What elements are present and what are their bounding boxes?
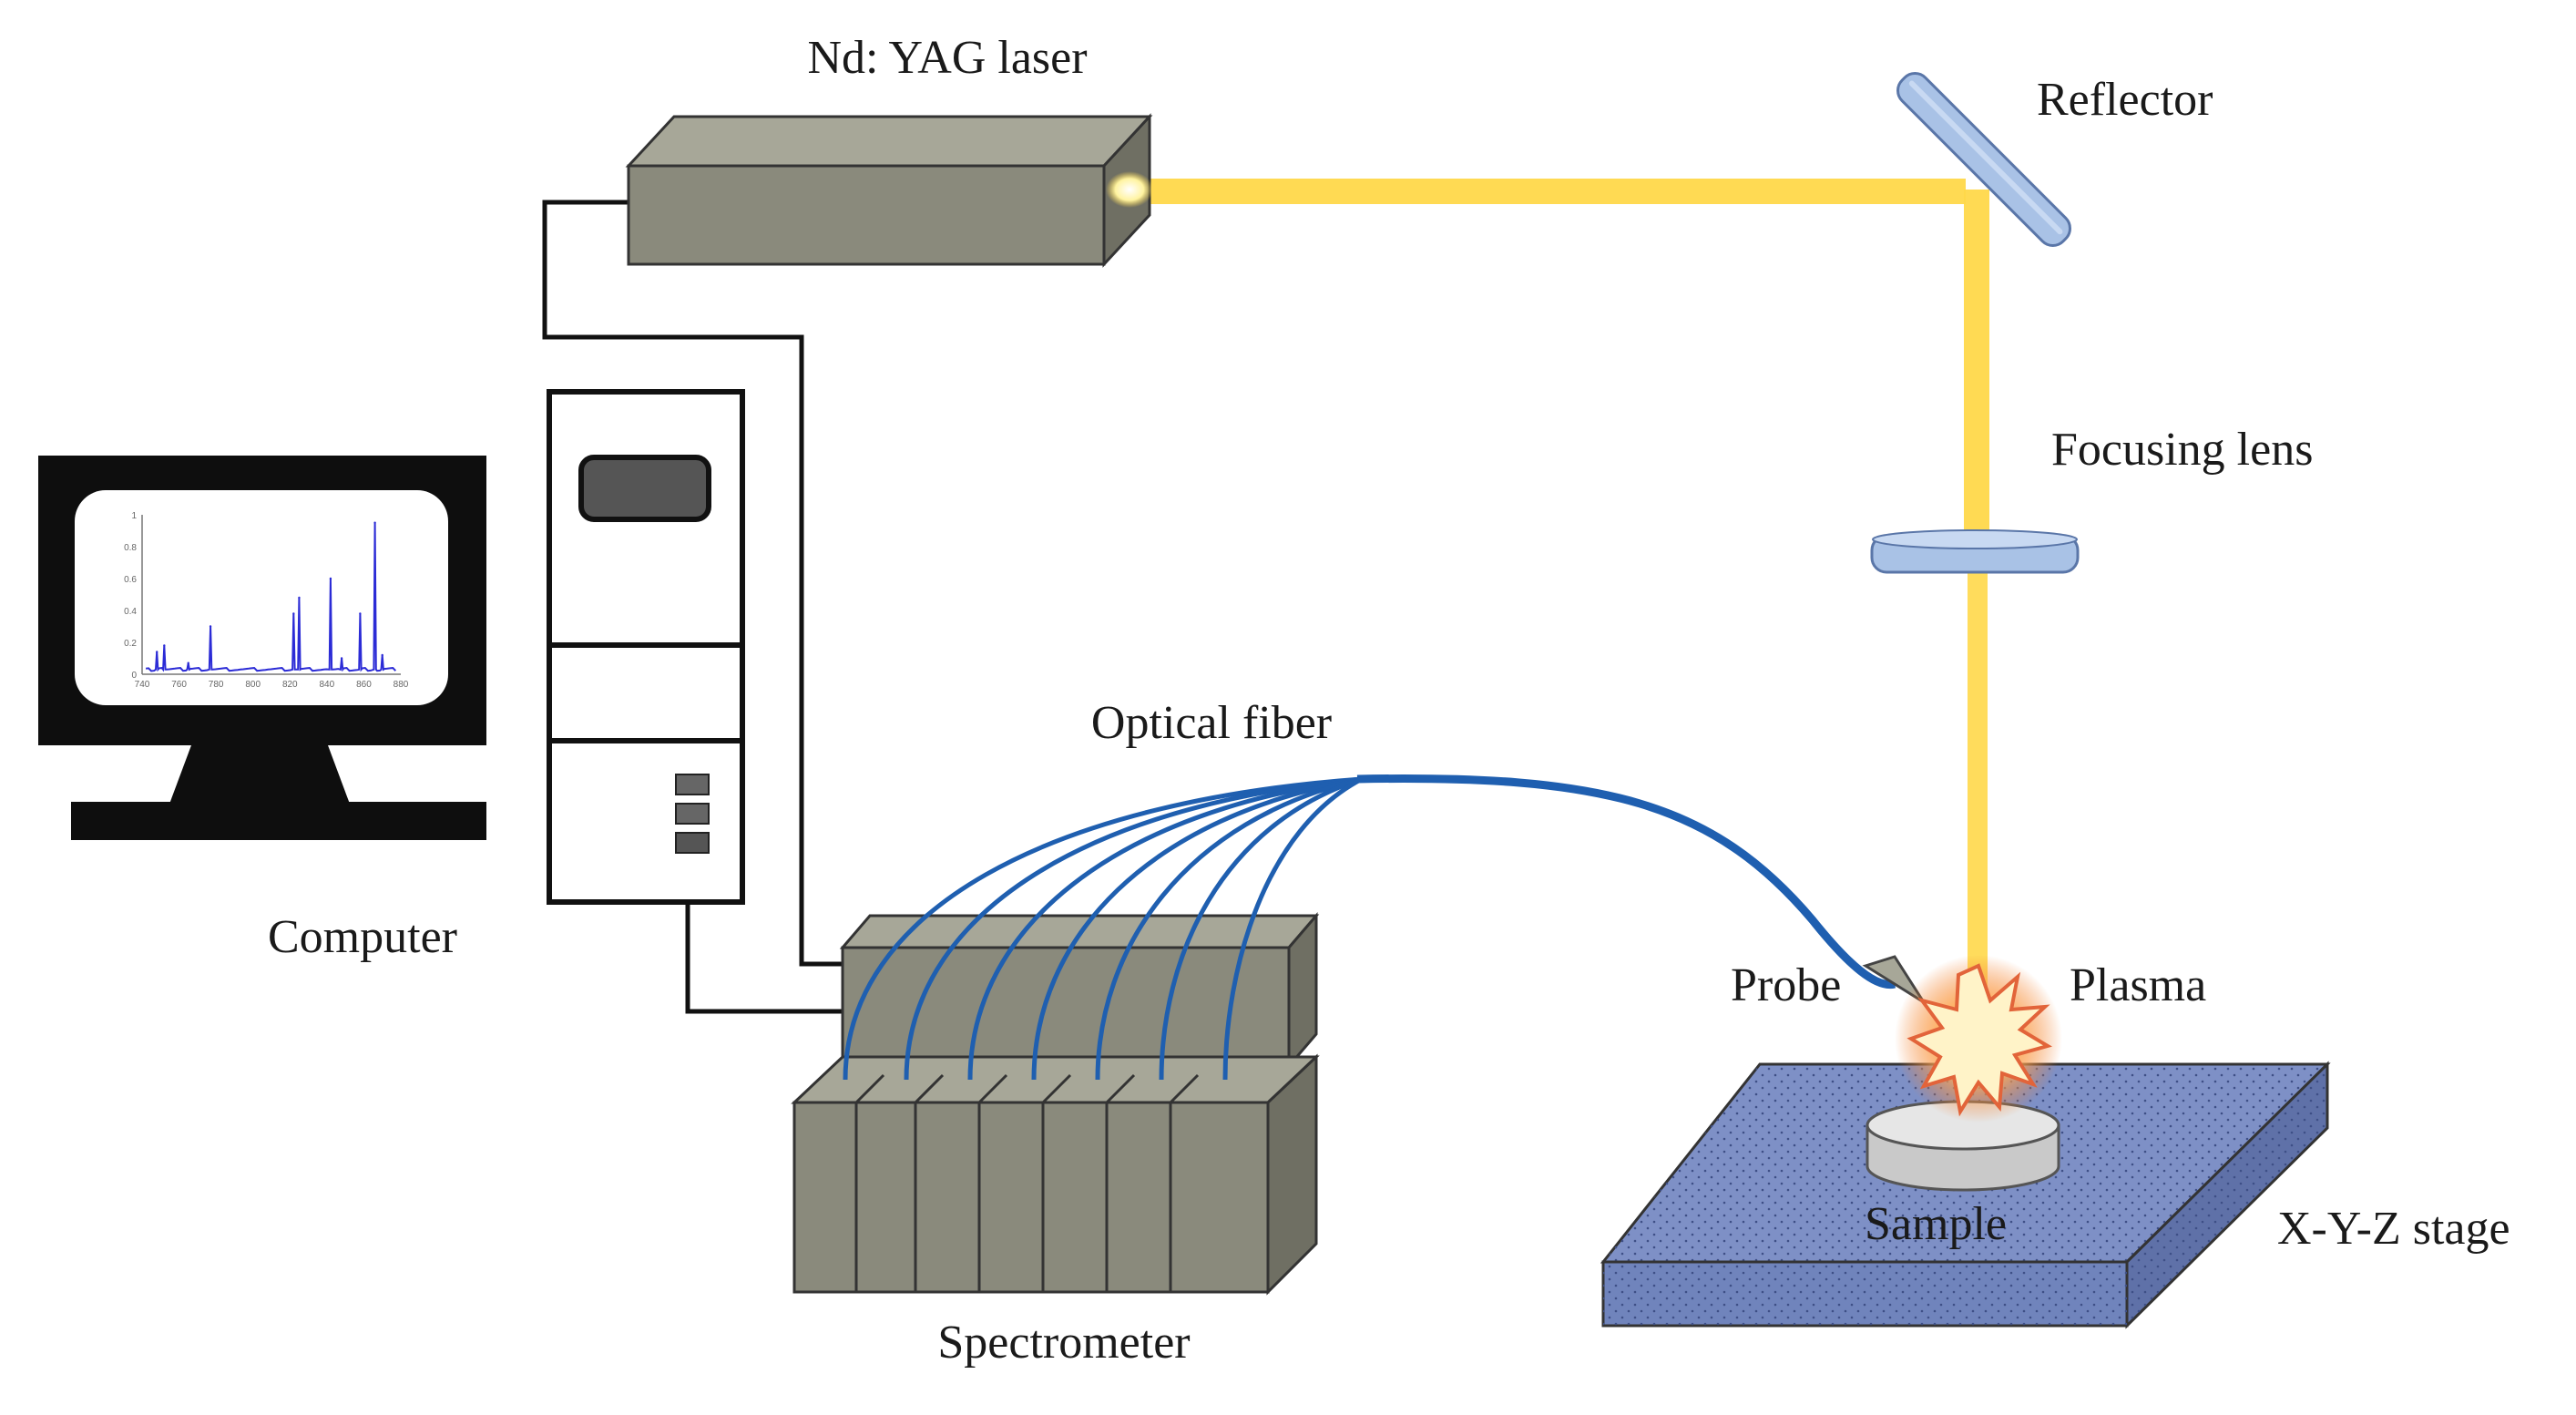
probe [1862,955,1926,1004]
plasma-spark [1895,955,2062,1123]
plasma-label: Plasma [2070,959,2206,1011]
reflector-label: Reflector [2037,74,2213,126]
focusing-lens [1870,529,2080,574]
screen-plot-spectrum-line [146,522,397,672]
computer-monitor [38,456,486,840]
focusing-lens-label: Focusing lens [2051,424,2313,476]
sample-label: Sample [1865,1198,2007,1250]
screen-plot-peak [209,625,212,628]
screen-plot-peak [329,577,332,580]
laser-device [625,113,1153,268]
screen-plot-y-tick: 0.4 [124,607,137,617]
screen-plot-peak [373,521,376,524]
screen-plot-x-tick: 800 [245,680,261,690]
screen-plot-y-tick: 1 [131,511,137,521]
screen-plot-y-tick: 0 [131,671,137,681]
screen-plot-peak [187,661,189,664]
optical-fiber-trunk [1356,774,1896,989]
screen-plot-peak [359,612,362,615]
screen-plot-y-tick: 0.6 [124,575,137,585]
screen-plot-x-tick: 740 [135,680,150,690]
screen-plot-x-tick: 840 [320,680,335,690]
optical-fiber-bundle [843,776,1364,1081]
screen-plot-peak [163,644,166,647]
screen-plot-peak [156,651,158,653]
computer-tower [547,389,745,905]
stage-label: X-Y-Z stage [2277,1203,2510,1255]
screen-plot-peak [292,612,295,615]
screen-plot-x-tick: 820 [282,680,298,690]
screen-plot-peak [381,653,383,657]
spectrometer-label: Spectrometer [937,1317,1190,1369]
screen-plot-x-tick: 860 [356,680,372,690]
screen-plot-x-tick: 760 [171,680,187,690]
screen-plot-x-tick: 880 [394,680,409,690]
screen-plot-y-tick: 0.8 [124,543,137,553]
screen-spectrum-plot: 0 0.2 0.4 0.6 0.8 1 740 760 780 800 820 840 860 880 [124,511,409,690]
screen-plot-x-tick: 780 [209,680,224,690]
cable-laser-to-computer [542,200,843,967]
probe-label: Probe [1731,959,1841,1011]
reflector-mirror [1896,72,2071,247]
laser-label: Nd: YAG laser [807,32,1087,84]
computer-label: Computer [268,911,457,963]
screen-plot-y-tick: 0.2 [124,639,137,649]
screen-plot-peak [340,657,343,660]
screen-plot-peak [298,596,301,600]
laser-beam [1109,179,1989,1130]
optical-fiber-label: Optical fiber [1091,697,1332,749]
